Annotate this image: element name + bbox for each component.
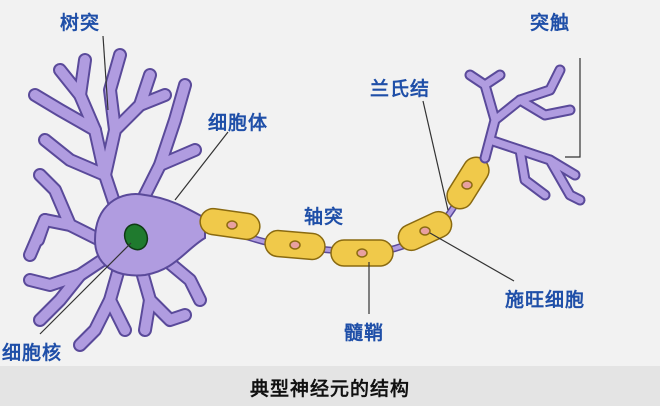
schwann-cell-2 bbox=[264, 229, 326, 261]
leader-node bbox=[422, 100, 449, 211]
leader-cell-body bbox=[174, 131, 229, 201]
label-cell-body: 细胞体 bbox=[208, 112, 269, 134]
label-schwann-cell: 施旺细胞 bbox=[505, 289, 586, 311]
leader-lines bbox=[39, 35, 581, 335]
label-node-of-ranvier: 兰氏结 bbox=[370, 78, 431, 100]
label-nucleus: 细胞核 bbox=[2, 342, 63, 364]
axon-terminals bbox=[464, 64, 586, 206]
label-myelin-sheath: 髓鞘 bbox=[344, 322, 385, 344]
myelin-segments bbox=[199, 156, 490, 267]
schwann-cell-3 bbox=[330, 239, 394, 267]
label-dendrite: 树突 bbox=[60, 12, 101, 34]
leader-nucleus bbox=[39, 242, 132, 335]
caption-bar bbox=[0, 366, 660, 406]
schwann-cell-1 bbox=[199, 207, 261, 241]
diagram-caption: 典型神经元的结构 bbox=[249, 378, 410, 400]
leader-schwann bbox=[429, 232, 515, 282]
label-axon: 轴突 bbox=[304, 206, 345, 228]
dendrites bbox=[23, 48, 207, 352]
label-synapse: 突触 bbox=[530, 12, 571, 34]
schwann-cell-4 bbox=[397, 210, 453, 252]
leader-synapse bbox=[565, 58, 581, 158]
leader-dendrite bbox=[102, 35, 109, 111]
